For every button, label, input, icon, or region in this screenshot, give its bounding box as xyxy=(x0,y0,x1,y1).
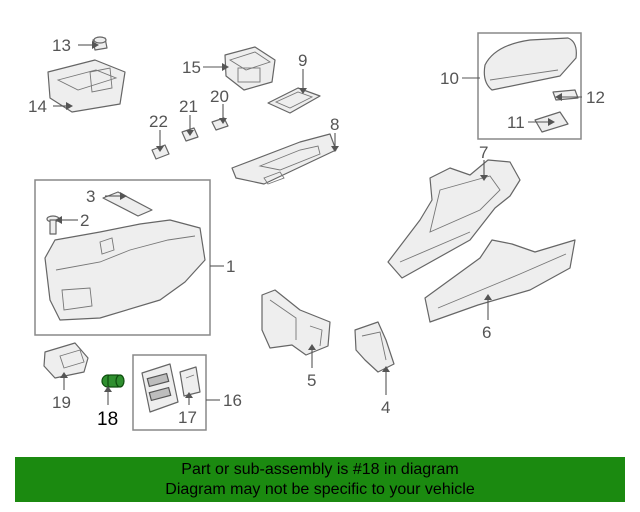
part-9-ring[interactable] xyxy=(267,87,321,114)
part-10-armrest-lid[interactable] xyxy=(483,37,577,91)
callout-15: 15 xyxy=(182,58,201,77)
part-12-hinge[interactable] xyxy=(552,89,579,101)
part-4-bracket[interactable] xyxy=(354,321,395,373)
callout-13: 13 xyxy=(52,36,71,55)
frame-part-16-group xyxy=(132,354,207,431)
part-7-side-panel[interactable] xyxy=(387,159,521,279)
callout-18-highlighted: 18 xyxy=(97,409,118,430)
callout-4: 4 xyxy=(381,398,390,417)
callout-8: 8 xyxy=(330,115,339,134)
part-5-bracket[interactable] xyxy=(261,289,331,356)
callout-19: 19 xyxy=(52,393,71,412)
callout-2: 2 xyxy=(80,211,89,230)
callout-11: 11 xyxy=(507,113,525,132)
part-15-module[interactable] xyxy=(224,46,276,91)
part-3-strip[interactable] xyxy=(102,191,153,217)
banner-line-1: Part or sub-assembly is #18 in diagram xyxy=(181,461,459,478)
part-19-block[interactable] xyxy=(43,342,89,379)
frame-part-1-group xyxy=(34,179,211,336)
info-banner: Part or sub-assembly is #18 in diagram D… xyxy=(15,457,625,502)
part-6-side-cover[interactable] xyxy=(424,239,576,323)
part-1-console-body[interactable] xyxy=(44,219,206,321)
leader-lines xyxy=(53,44,582,405)
part-17-button[interactable] xyxy=(179,366,201,397)
callout-20: 20 xyxy=(210,87,229,106)
callout-7: 7 xyxy=(479,143,488,162)
callout-16: 16 xyxy=(223,391,242,410)
part-18-plug-highlighted[interactable] xyxy=(101,374,125,388)
callout-3: 3 xyxy=(86,187,95,206)
part-16-switch-panel[interactable] xyxy=(141,363,179,413)
frame-part-10-group xyxy=(477,32,582,140)
part-8-upper-panel[interactable] xyxy=(231,133,337,185)
callout-14: 14 xyxy=(28,97,47,116)
callout-17: 17 xyxy=(178,408,197,427)
banner-line-2: Diagram may not be specific to your vehi… xyxy=(165,481,475,498)
parts-diagram: 13 14 15 9 10 11 12 20 21 22 8 7 3 2 1 6… xyxy=(28,32,605,431)
callout-21: 21 xyxy=(179,97,198,116)
arrowheads xyxy=(55,41,562,398)
callout-labels: 13 14 15 9 10 11 12 20 21 22 8 7 3 2 1 6… xyxy=(28,36,605,430)
callout-6: 6 xyxy=(482,323,491,342)
callout-1: 1 xyxy=(226,257,235,276)
callout-9: 9 xyxy=(298,51,307,70)
part-2-bolt[interactable] xyxy=(46,215,60,235)
callout-12: 12 xyxy=(586,88,605,107)
callout-10: 10 xyxy=(440,69,459,88)
callout-5: 5 xyxy=(307,371,316,390)
part-14-tray[interactable] xyxy=(47,59,126,113)
callout-22: 22 xyxy=(149,112,168,131)
